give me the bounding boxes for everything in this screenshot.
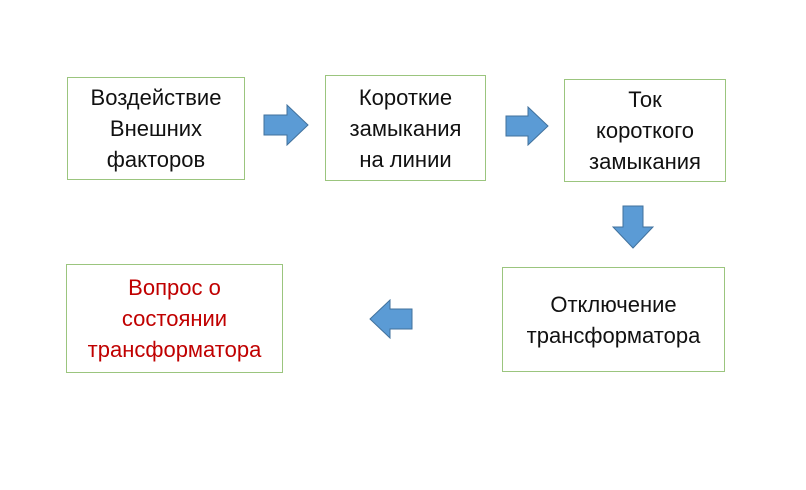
step-box-short-circuits: Короткие замыкания на линии [325, 75, 486, 181]
step-text-short-circuit-current: Ток короткого замыкания [589, 87, 701, 174]
right-arrow-icon [505, 106, 549, 146]
down-arrow-icon [612, 205, 654, 249]
step-text-transformer-shutdown: Отключение трансформатора [526, 291, 701, 348]
step-box-transformer-condition: Вопрос о состоянии трансформатора [66, 264, 283, 373]
left-arrow-icon [369, 299, 413, 339]
step-box-external-factors: Воздействие Внешних факторов [67, 77, 245, 180]
step-box-short-circuit-current: Ток короткого замыкания [564, 79, 726, 182]
step-text-transformer-condition: Вопрос о состоянии трансформатора [87, 275, 262, 362]
right-arrow-icon [263, 104, 309, 146]
step-text-external-factors: Воздействие Внешних факторов [90, 85, 222, 172]
step-text-short-circuits: Короткие замыкания на линии [349, 84, 462, 172]
step-box-transformer-shutdown: Отключение трансформатора [502, 267, 725, 372]
